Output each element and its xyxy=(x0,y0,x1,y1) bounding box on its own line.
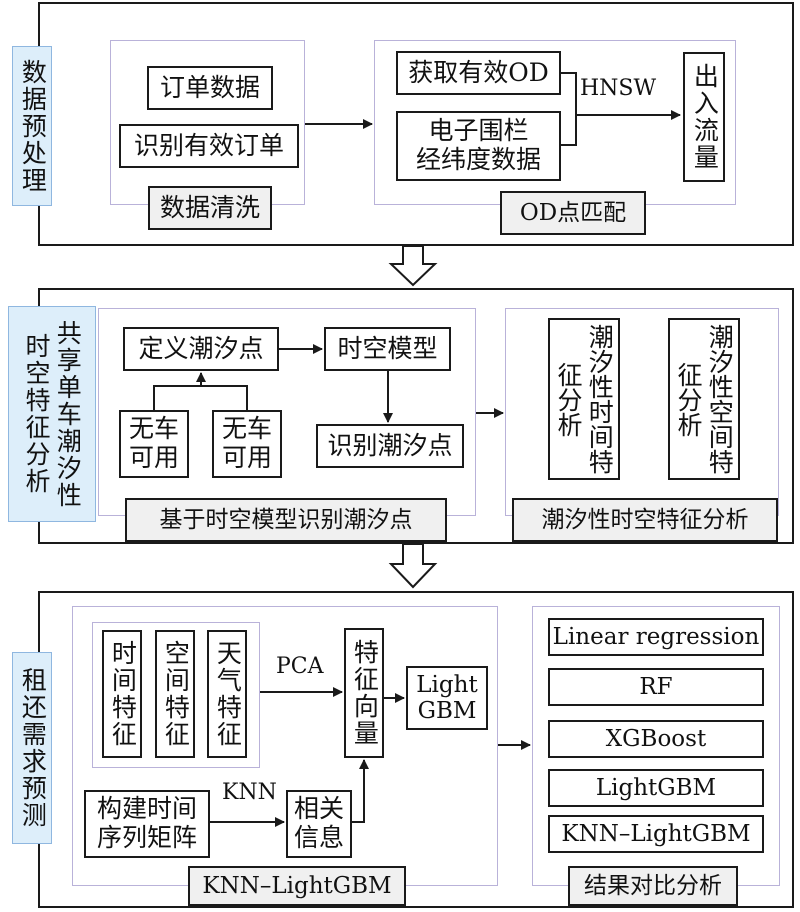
knn-label: KNN xyxy=(222,780,277,805)
build-ts-matrix-box: 构建时间 序列矩阵 xyxy=(84,790,210,858)
geofence-data-box: 电子围栏 经纬度数据 xyxy=(396,111,561,181)
feature-vector-text: 特征向量 xyxy=(350,639,380,747)
inout-flow-box: 出入流量 xyxy=(683,52,725,182)
tidal-spatial-text: 潮汐性空间特征分析 xyxy=(674,324,735,474)
tidal-spatial-box: 潮汐性空间特征分析 xyxy=(668,318,740,480)
model-xgboost: XGBoost xyxy=(548,720,764,758)
stage3-side-label: 租还需求预测 xyxy=(12,652,52,844)
space-feature-box: 空间特征 xyxy=(155,630,195,758)
stage2-to-stage3-arrow xyxy=(388,543,438,589)
tidal-temporal-box: 潮汐性时间特征分析 xyxy=(548,318,620,480)
pca-label: PCA xyxy=(276,654,324,679)
weather-feature-text: 天气特征 xyxy=(213,640,243,748)
model-knn-lightgbm: KNN–LightGBM xyxy=(548,815,764,853)
define-tidal-points-box: 定义潮汐点 xyxy=(123,327,279,371)
no-bike-available-box-2: 无车 可用 xyxy=(212,410,282,478)
stage2-side-label: 共享单车潮汐性时空特征分析 xyxy=(8,306,96,522)
time-feature-text: 时间特征 xyxy=(108,640,138,748)
od-matching-caption: OD点匹配 xyxy=(500,191,646,235)
tidal-temporal-text: 潮汐性时间特征分析 xyxy=(554,324,615,474)
stage1-left-group xyxy=(110,40,305,205)
time-feature-box: 时间特征 xyxy=(102,630,142,758)
weather-feature-box: 天气特征 xyxy=(207,630,247,758)
spatiotemporal-model-box: 时空模型 xyxy=(324,327,451,371)
result-comparison-caption: 结果对比分析 xyxy=(568,866,738,906)
data-cleaning-caption: 数据清洗 xyxy=(148,186,272,230)
model-linear-regression: Linear regression xyxy=(548,618,764,656)
identify-tidal-points-box: 识别潮汐点 xyxy=(316,424,464,468)
knn-lightgbm-caption: KNN–LightGBM xyxy=(188,866,406,906)
tidal-identification-caption: 基于时空模型识别潮汐点 xyxy=(125,498,447,542)
hnsw-label: HNSW xyxy=(580,76,657,101)
model-rf: RF xyxy=(548,668,764,706)
no-bike-available-box-1: 无车 可用 xyxy=(119,410,189,478)
tidal-features-caption: 潮汐性时空特征分析 xyxy=(512,498,778,542)
lightgbm-box: Light GBM xyxy=(406,666,488,730)
model-lightgbm: LightGBM xyxy=(548,769,764,807)
related-info-box: 相关 信息 xyxy=(286,790,352,858)
order-data-box: 订单数据 xyxy=(147,66,273,110)
features-group xyxy=(92,622,260,768)
stage1-to-stage2-arrow xyxy=(388,245,438,287)
space-feature-text: 空间特征 xyxy=(161,640,191,748)
identify-valid-orders-box: 识别有效订单 xyxy=(119,124,299,168)
stage1-side-label: 数据预处理 xyxy=(12,46,52,206)
feature-vector-box: 特征向量 xyxy=(344,628,384,758)
get-valid-od-box: 获取有效OD xyxy=(396,51,561,95)
